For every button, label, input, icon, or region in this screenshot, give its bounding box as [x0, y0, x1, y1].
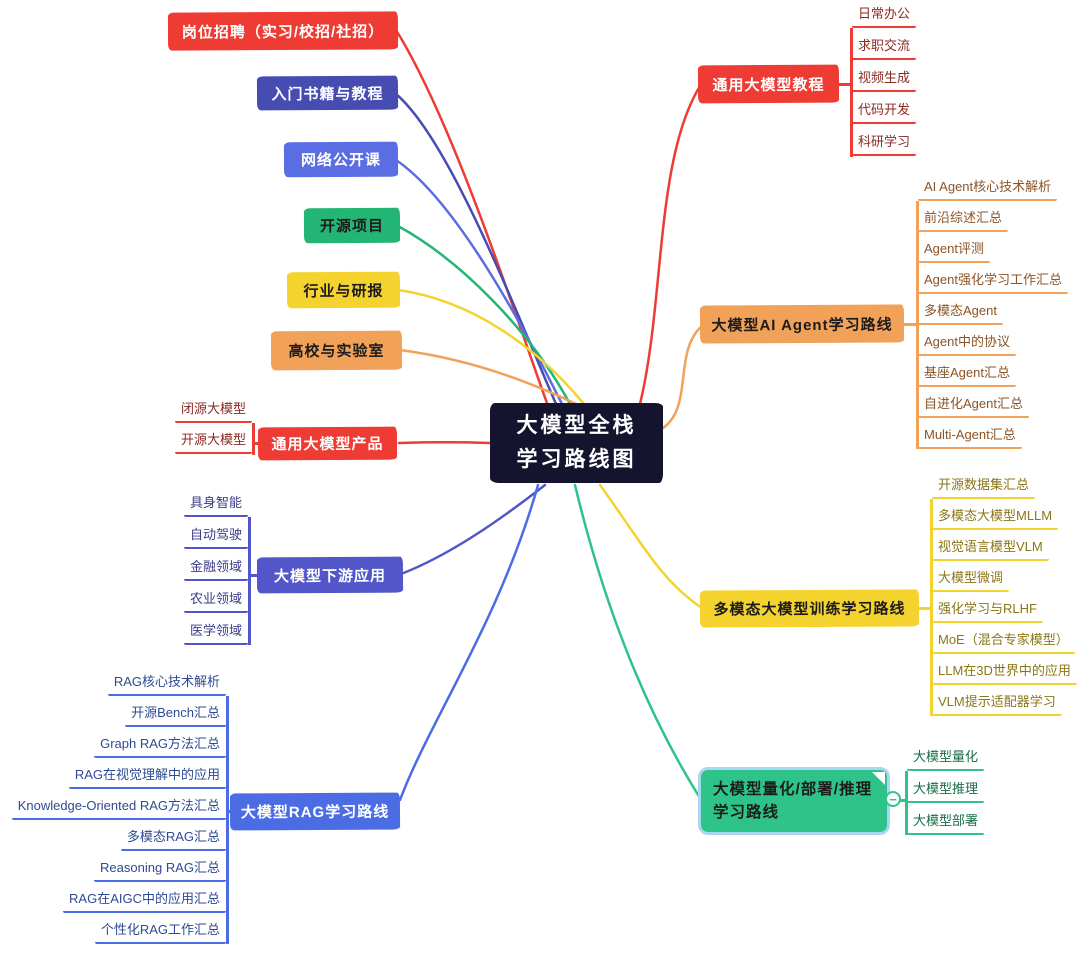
child-item[interactable]: 多模态Agent [918, 294, 1003, 325]
child-item[interactable]: 大模型量化 [907, 739, 985, 771]
quant-node-line1: 大模型量化/部署/推理 [713, 780, 873, 798]
child-item[interactable]: 大模型推理 [907, 771, 985, 803]
child-item[interactable]: Multi-Agent汇总 [918, 418, 1022, 449]
central-topic-line2: 学习路线图 [516, 448, 637, 471]
child-item[interactable]: 日常办公 [852, 0, 917, 28]
child-item[interactable]: AI Agent核心技术解析 [918, 170, 1058, 201]
children-of-quant-deploy-infer-path: 大模型量化 大模型推理 大模型部署 [907, 739, 989, 835]
connector-line [839, 83, 850, 86]
child-item[interactable]: 视频生成 [852, 60, 917, 92]
connector-line [899, 799, 907, 802]
child-item[interactable]: 闭源大模型 [174, 392, 252, 423]
child-item[interactable]: RAG核心技术解析 [107, 665, 226, 696]
child-item[interactable]: Knowledge-Oriented RAG方法汇总 [11, 789, 226, 820]
node-llm-quant-deploy-infer-path[interactable]: 大模型量化/部署/推理 学习路线 [698, 767, 890, 835]
bracket-line [252, 423, 255, 455]
child-item[interactable]: 科研学习 [852, 124, 917, 156]
connector-line [226, 810, 232, 813]
edge-industry-reports [396, 288, 586, 406]
child-item[interactable]: 基座Agent汇总 [918, 356, 1016, 387]
children-of-rag-path: RAG核心技术解析 开源Bench汇总 Graph RAG方法汇总 RAG在视觉… [8, 665, 226, 944]
collapse-toggle-button[interactable]: − [885, 791, 901, 807]
edge-downstream-apps [399, 483, 547, 576]
connector-line [904, 323, 916, 326]
child-item[interactable]: MoE（混合专家模型） [932, 623, 1075, 654]
children-of-multimodal-training-path: 开源数据集汇总 多模态大模型MLLM 视觉语言模型VLM 大模型微调 强化学习与… [932, 468, 1077, 716]
child-item[interactable]: 自动驾驶 [183, 517, 248, 549]
child-item[interactable]: 视觉语言模型VLM [932, 530, 1049, 561]
child-item[interactable]: 求职交流 [852, 28, 917, 60]
node-llm-downstream-apps[interactable]: 大模型下游应用 [256, 556, 404, 594]
node-open-courses[interactable]: 网络公开课 [283, 141, 399, 178]
edge-general-llm-products [397, 441, 492, 445]
edge-open-courses [394, 158, 564, 406]
child-item[interactable]: Agent评测 [918, 232, 990, 263]
child-item[interactable]: 代码开发 [852, 92, 917, 124]
bracket-line [226, 696, 229, 944]
bracket-line [248, 517, 251, 645]
edge-open-source-projects [396, 224, 572, 406]
edge-job-recruitment [394, 28, 550, 408]
child-item[interactable]: RAG在AIGC中的应用汇总 [63, 882, 226, 913]
child-item[interactable]: 医学领域 [183, 613, 248, 645]
child-item[interactable]: Graph RAG方法汇总 [94, 727, 226, 758]
child-item[interactable]: 前沿综述汇总 [918, 201, 1009, 232]
node-general-llm-tutorial[interactable]: 通用大模型教程 [697, 64, 840, 104]
child-item[interactable]: RAG在视觉理解中的应用 [68, 758, 226, 789]
child-item[interactable]: 个性化RAG工作汇总 [94, 913, 226, 944]
node-general-llm-products[interactable]: 通用大模型产品 [257, 426, 398, 461]
children-of-general-llm-tutorial: 日常办公 求职交流 视频生成 代码开发 科研学习 [852, 0, 932, 156]
edge-ai-agent-path [658, 324, 704, 432]
connector-line [252, 442, 259, 445]
child-item[interactable]: 开源Bench汇总 [125, 696, 226, 727]
edge-quant-deploy-path [573, 483, 702, 800]
child-item[interactable]: 多模态大模型MLLM [932, 499, 1059, 530]
central-topic[interactable]: 大模型全栈 学习路线图 [490, 403, 663, 483]
child-item[interactable]: VLM提示适配器学习 [932, 685, 1062, 716]
node-multimodal-training-path[interactable]: 多模态大模型训练学习路线 [699, 589, 920, 628]
bracket-line [905, 771, 908, 835]
child-item[interactable]: 具身智能 [183, 485, 248, 517]
child-item[interactable]: 农业领域 [183, 581, 248, 613]
child-item[interactable]: 开源大模型 [174, 423, 252, 454]
child-item[interactable]: 开源数据集汇总 [932, 468, 1036, 499]
child-item[interactable]: Agent中的协议 [918, 325, 1016, 356]
node-intro-books[interactable]: 入门书籍与教程 [256, 75, 399, 111]
child-item[interactable]: 自进化Agent汇总 [918, 387, 1029, 418]
child-item[interactable]: 大模型部署 [907, 803, 985, 835]
connector-line [919, 607, 930, 610]
node-job-recruitment[interactable]: 岗位招聘（实习/校招/社招） [167, 11, 399, 51]
child-item[interactable]: 多模态RAG汇总 [120, 820, 226, 851]
child-item[interactable]: LLM在3D世界中的应用 [932, 654, 1077, 685]
child-item[interactable]: Reasoning RAG汇总 [94, 851, 226, 882]
node-llm-rag-path[interactable]: 大模型RAG学习路线 [229, 792, 401, 831]
node-llm-ai-agent-path[interactable]: 大模型AI Agent学习路线 [699, 304, 905, 344]
children-of-general-llm-products: 闭源大模型 开源大模型 [166, 392, 252, 454]
edge-intro-books [394, 92, 558, 406]
central-topic-line1: 大模型全栈 [516, 414, 637, 438]
bracket-line [930, 499, 933, 716]
node-open-source-projects[interactable]: 开源项目 [303, 207, 401, 244]
child-item[interactable]: 强化学习与RLHF [932, 592, 1043, 623]
bracket-line [850, 28, 853, 157]
connector-line [248, 574, 257, 577]
children-of-ai-agent-path: AI Agent核心技术解析 前沿综述汇总 Agent评测 Agent强化学习工… [918, 170, 1068, 449]
folded-corner [872, 772, 885, 785]
quant-node-line2: 学习路线 [713, 804, 780, 821]
child-item[interactable]: 金融领域 [183, 549, 248, 581]
edge-universities-labs [398, 348, 578, 406]
child-item[interactable]: 大模型微调 [932, 561, 1010, 592]
bracket-line [916, 201, 919, 449]
node-industry-reports[interactable]: 行业与研报 [286, 271, 401, 309]
node-universities-labs[interactable]: 高校与实验室 [270, 330, 403, 371]
children-of-downstream-apps: 具身智能 自动驾驶 金融领域 农业领域 医学领域 [170, 485, 248, 645]
child-item[interactable]: Agent强化学习工作汇总 [918, 263, 1068, 294]
edge-general-llm-tutorial [638, 84, 702, 406]
edge-multimodal-path [598, 483, 704, 610]
edge-rag-path [398, 483, 540, 802]
